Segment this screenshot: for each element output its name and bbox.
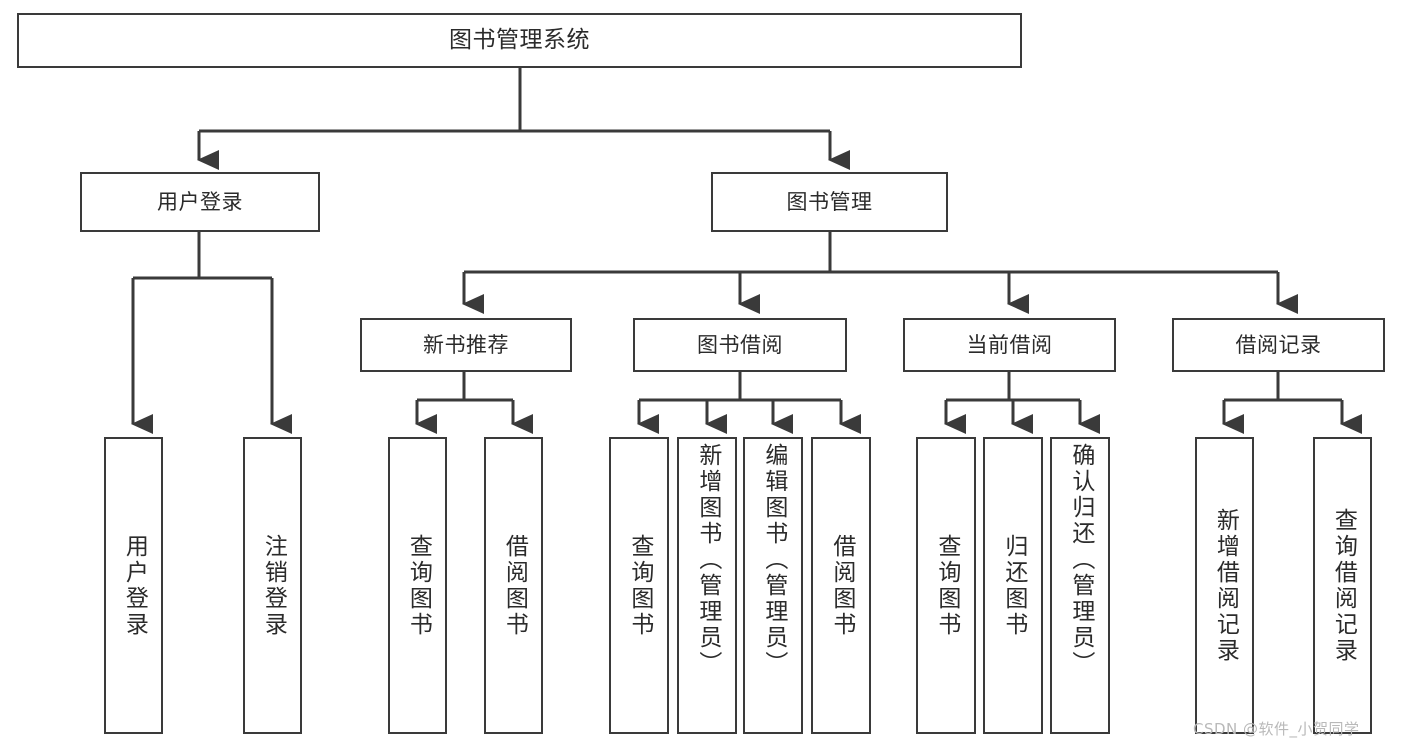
- node-leaf-query-book-borrow-label: 查询图书: [626, 533, 653, 638]
- node-leaf-borrow-book[interactable]: 借阅图书: [811, 437, 871, 734]
- node-current-borrow-label: 当前借阅: [966, 332, 1053, 357]
- csdn-watermark-text: CSDN @软件_小贺同学: [1193, 720, 1360, 738]
- csdn-watermark: CSDN @软件_小贺同学: [1193, 718, 1360, 739]
- node-leaf-query-book-recommend-label: 查询图书: [405, 533, 432, 638]
- node-leaf-add-book-admin[interactable]: 新增图书（管理员）: [677, 437, 737, 734]
- node-leaf-query-book-borrow[interactable]: 查询图书: [609, 437, 669, 734]
- node-new-book-recommend-label: 新书推荐: [423, 332, 509, 357]
- node-user-login-label: 用户登录: [157, 189, 243, 214]
- node-leaf-query-borrow-record-label: 查询借阅记录: [1330, 507, 1357, 664]
- node-leaf-edit-book-admin-label: 编辑图书（管理员）: [760, 443, 787, 677]
- node-book-borrow[interactable]: 图书借阅: [633, 318, 847, 372]
- node-borrow-record-label: 借阅记录: [1235, 332, 1322, 357]
- node-leaf-edit-book-admin[interactable]: 编辑图书（管理员）: [743, 437, 803, 734]
- node-leaf-query-book-current-label: 查询图书: [933, 533, 960, 638]
- node-leaf-confirm-return-admin[interactable]: 确认归还（管理员）: [1050, 437, 1110, 734]
- node-leaf-add-book-admin-label: 新增图书（管理员）: [694, 443, 721, 677]
- node-leaf-logout-label: 注销登录: [260, 533, 287, 638]
- node-leaf-return-book-label: 归还图书: [1000, 533, 1027, 638]
- node-leaf-borrow-book-recommend-label: 借阅图书: [501, 533, 528, 638]
- node-leaf-borrow-book-recommend[interactable]: 借阅图书: [484, 437, 543, 734]
- node-leaf-borrow-book-label: 借阅图书: [828, 533, 855, 638]
- node-leaf-query-book-current[interactable]: 查询图书: [916, 437, 976, 734]
- node-root-system-label: 图书管理系统: [449, 27, 590, 54]
- node-leaf-return-book[interactable]: 归还图书: [983, 437, 1043, 734]
- node-leaf-add-borrow-record-label: 新增借阅记录: [1212, 507, 1239, 664]
- node-root-system[interactable]: 图书管理系统: [17, 13, 1022, 68]
- node-leaf-logout[interactable]: 注销登录: [243, 437, 302, 734]
- node-leaf-user-login-label: 用户登录: [121, 533, 148, 638]
- node-leaf-add-borrow-record[interactable]: 新增借阅记录: [1195, 437, 1254, 734]
- node-leaf-query-book-recommend[interactable]: 查询图书: [388, 437, 447, 734]
- node-book-management-label: 图书管理: [786, 189, 873, 214]
- node-new-book-recommend[interactable]: 新书推荐: [360, 318, 572, 372]
- node-leaf-user-login[interactable]: 用户登录: [104, 437, 163, 734]
- node-borrow-record[interactable]: 借阅记录: [1172, 318, 1385, 372]
- node-current-borrow[interactable]: 当前借阅: [903, 318, 1116, 372]
- node-book-management[interactable]: 图书管理: [711, 172, 948, 232]
- node-user-login[interactable]: 用户登录: [80, 172, 320, 232]
- node-book-borrow-label: 图书借阅: [697, 332, 783, 357]
- node-leaf-confirm-return-admin-label: 确认归还（管理员）: [1067, 443, 1094, 677]
- node-leaf-query-borrow-record[interactable]: 查询借阅记录: [1313, 437, 1372, 734]
